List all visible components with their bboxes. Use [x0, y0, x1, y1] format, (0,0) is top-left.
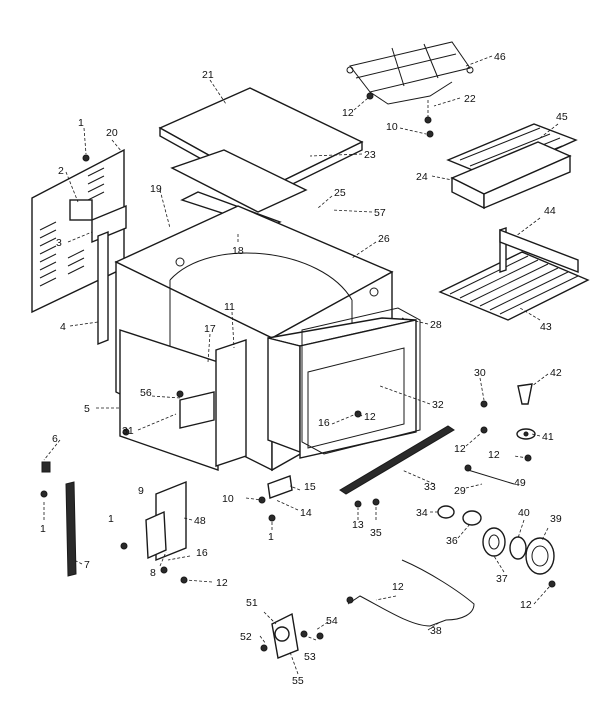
callout-56: 56: [140, 387, 152, 399]
light-lens: [525, 537, 555, 575]
callout-12d: 12: [216, 577, 228, 589]
thermostat-knob: [274, 626, 290, 642]
callout-5: 5: [84, 403, 90, 415]
callout-34: 34: [416, 507, 428, 519]
callout-45: 45: [556, 111, 568, 123]
callout-32: 32: [432, 399, 444, 411]
leader-lines: [43, 55, 559, 675]
callout-44: 44: [544, 205, 556, 217]
callout-23: 23: [364, 149, 376, 161]
callout-3: 3: [56, 237, 62, 249]
front-frame: [215, 339, 247, 467]
callout-8: 8: [150, 567, 156, 579]
callout-9: 9: [138, 485, 144, 497]
side-bracket: [91, 204, 127, 244]
callout-12g: 12: [392, 581, 404, 593]
callout-35: 35: [370, 527, 382, 539]
callout-12e: 12: [342, 107, 354, 119]
callout-24: 24: [416, 171, 428, 183]
callout-25: 25: [334, 187, 346, 199]
callout-37: 37: [496, 573, 508, 585]
callout-1c: 1: [268, 531, 274, 543]
callout-13: 13: [352, 519, 364, 531]
callout-6: 6: [52, 433, 58, 445]
callout-12a: 12: [364, 411, 376, 423]
door-hinge: [267, 475, 293, 499]
callout-15: 15: [304, 481, 316, 493]
side-panel: [119, 329, 219, 471]
callout-1b: 1: [40, 523, 46, 535]
broil-pan: [446, 123, 578, 210]
callout-39: 39: [550, 513, 562, 525]
callout-2: 2: [58, 165, 64, 177]
callout-29: 29: [454, 485, 466, 497]
callout-26: 26: [378, 233, 390, 245]
switch-assembly: [145, 510, 167, 560]
front-strip: [65, 481, 77, 577]
callout-42: 42: [550, 367, 562, 379]
lens-inner: [531, 545, 549, 567]
callout-4: 4: [60, 321, 66, 333]
oven-rack: [438, 251, 590, 321]
bake-element: [347, 559, 475, 627]
callout-57: 57: [374, 207, 386, 219]
callout-36: 36: [446, 535, 458, 547]
fasteners: [40, 92, 556, 652]
callout-21: 21: [202, 69, 214, 81]
callout-labels: 1 20 2 3 4 5 6 1 7 19 21 23 18 25 57 26 …: [40, 51, 568, 687]
broil-element: [346, 41, 474, 105]
callout-19: 19: [150, 183, 162, 195]
side-rail: [97, 230, 109, 346]
callout-43: 43: [540, 321, 552, 333]
oven-cavity: [267, 317, 417, 459]
callout-16a: 16: [318, 417, 330, 429]
callout-20: 20: [106, 127, 118, 139]
callout-46: 46: [494, 51, 506, 63]
light-bulb: [462, 510, 482, 526]
switch-bracket: [179, 391, 215, 429]
grommet-hole: [523, 431, 529, 437]
callout-11: 11: [224, 301, 235, 313]
callout-48: 48: [194, 515, 206, 527]
callout-1a: 1: [78, 117, 84, 129]
callout-51: 51: [246, 597, 258, 609]
callout-12f: 12: [520, 599, 532, 611]
callout-22: 22: [464, 93, 476, 105]
top-trim-strip: [170, 149, 308, 213]
callout-38: 38: [430, 625, 442, 637]
callout-12b: 12: [454, 443, 466, 455]
callout-10a: 10: [222, 493, 234, 505]
callout-33: 33: [424, 481, 436, 493]
callout-16b: 16: [196, 547, 208, 559]
callout-18: 18: [232, 245, 244, 257]
bottom-trim: [339, 425, 455, 495]
lamp-socket: [437, 505, 455, 519]
door-seal: [301, 307, 421, 455]
callout-30: 30: [474, 367, 486, 379]
callout-54: 54: [326, 615, 338, 627]
callout-41: 41: [542, 431, 554, 443]
callout-10b: 10: [386, 121, 398, 133]
light-gasket: [509, 536, 527, 560]
light-bezel: [482, 527, 506, 557]
callout-53: 53: [304, 651, 316, 663]
callout-1d: 1: [108, 513, 114, 525]
callout-28: 28: [430, 319, 442, 331]
callout-31: 31: [122, 425, 134, 437]
callout-49: 49: [514, 477, 526, 489]
rack-support: [499, 227, 579, 274]
callout-14: 14: [300, 507, 312, 519]
callout-55: 55: [292, 675, 304, 687]
callout-17: 17: [204, 323, 216, 335]
callout-12c: 12: [488, 449, 500, 461]
callout-52: 52: [240, 631, 252, 643]
callout-7: 7: [84, 559, 90, 571]
bezel-inner: [488, 534, 500, 550]
control-knob: [517, 383, 533, 405]
callout-40: 40: [518, 507, 530, 519]
